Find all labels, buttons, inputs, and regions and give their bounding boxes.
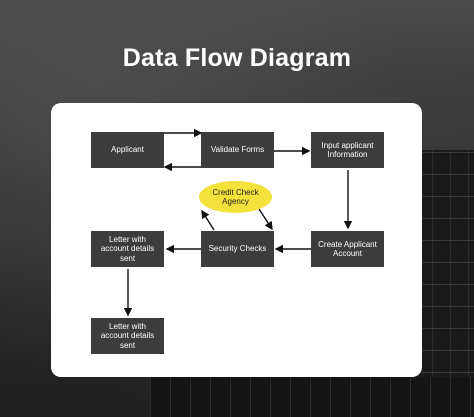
node-input-applicant-information: Input applicant Information bbox=[311, 132, 384, 168]
node-credit-check-agency: Credit Check Agency bbox=[199, 181, 272, 213]
node-letter-sent-1: Letter with account details sent bbox=[91, 231, 164, 267]
arrow-credit-to-security bbox=[258, 208, 273, 231]
flow-arrows bbox=[123, 128, 353, 317]
diagram-card: Applicant Validate Forms Input applicant… bbox=[51, 103, 422, 377]
page-title: Data Flow Diagram bbox=[122, 44, 352, 72]
node-validate-forms: Validate Forms bbox=[201, 132, 274, 168]
node-applicant: Applicant bbox=[91, 132, 164, 168]
background-keyboard bbox=[150, 377, 474, 417]
arrow-security-to-credit bbox=[201, 209, 215, 231]
node-create-applicant-account: Create Applicant Account bbox=[311, 231, 384, 267]
node-letter-sent-2: Letter with account details sent bbox=[91, 318, 164, 354]
background-monitor bbox=[414, 150, 474, 417]
node-security-checks: Security Checks bbox=[201, 231, 274, 267]
